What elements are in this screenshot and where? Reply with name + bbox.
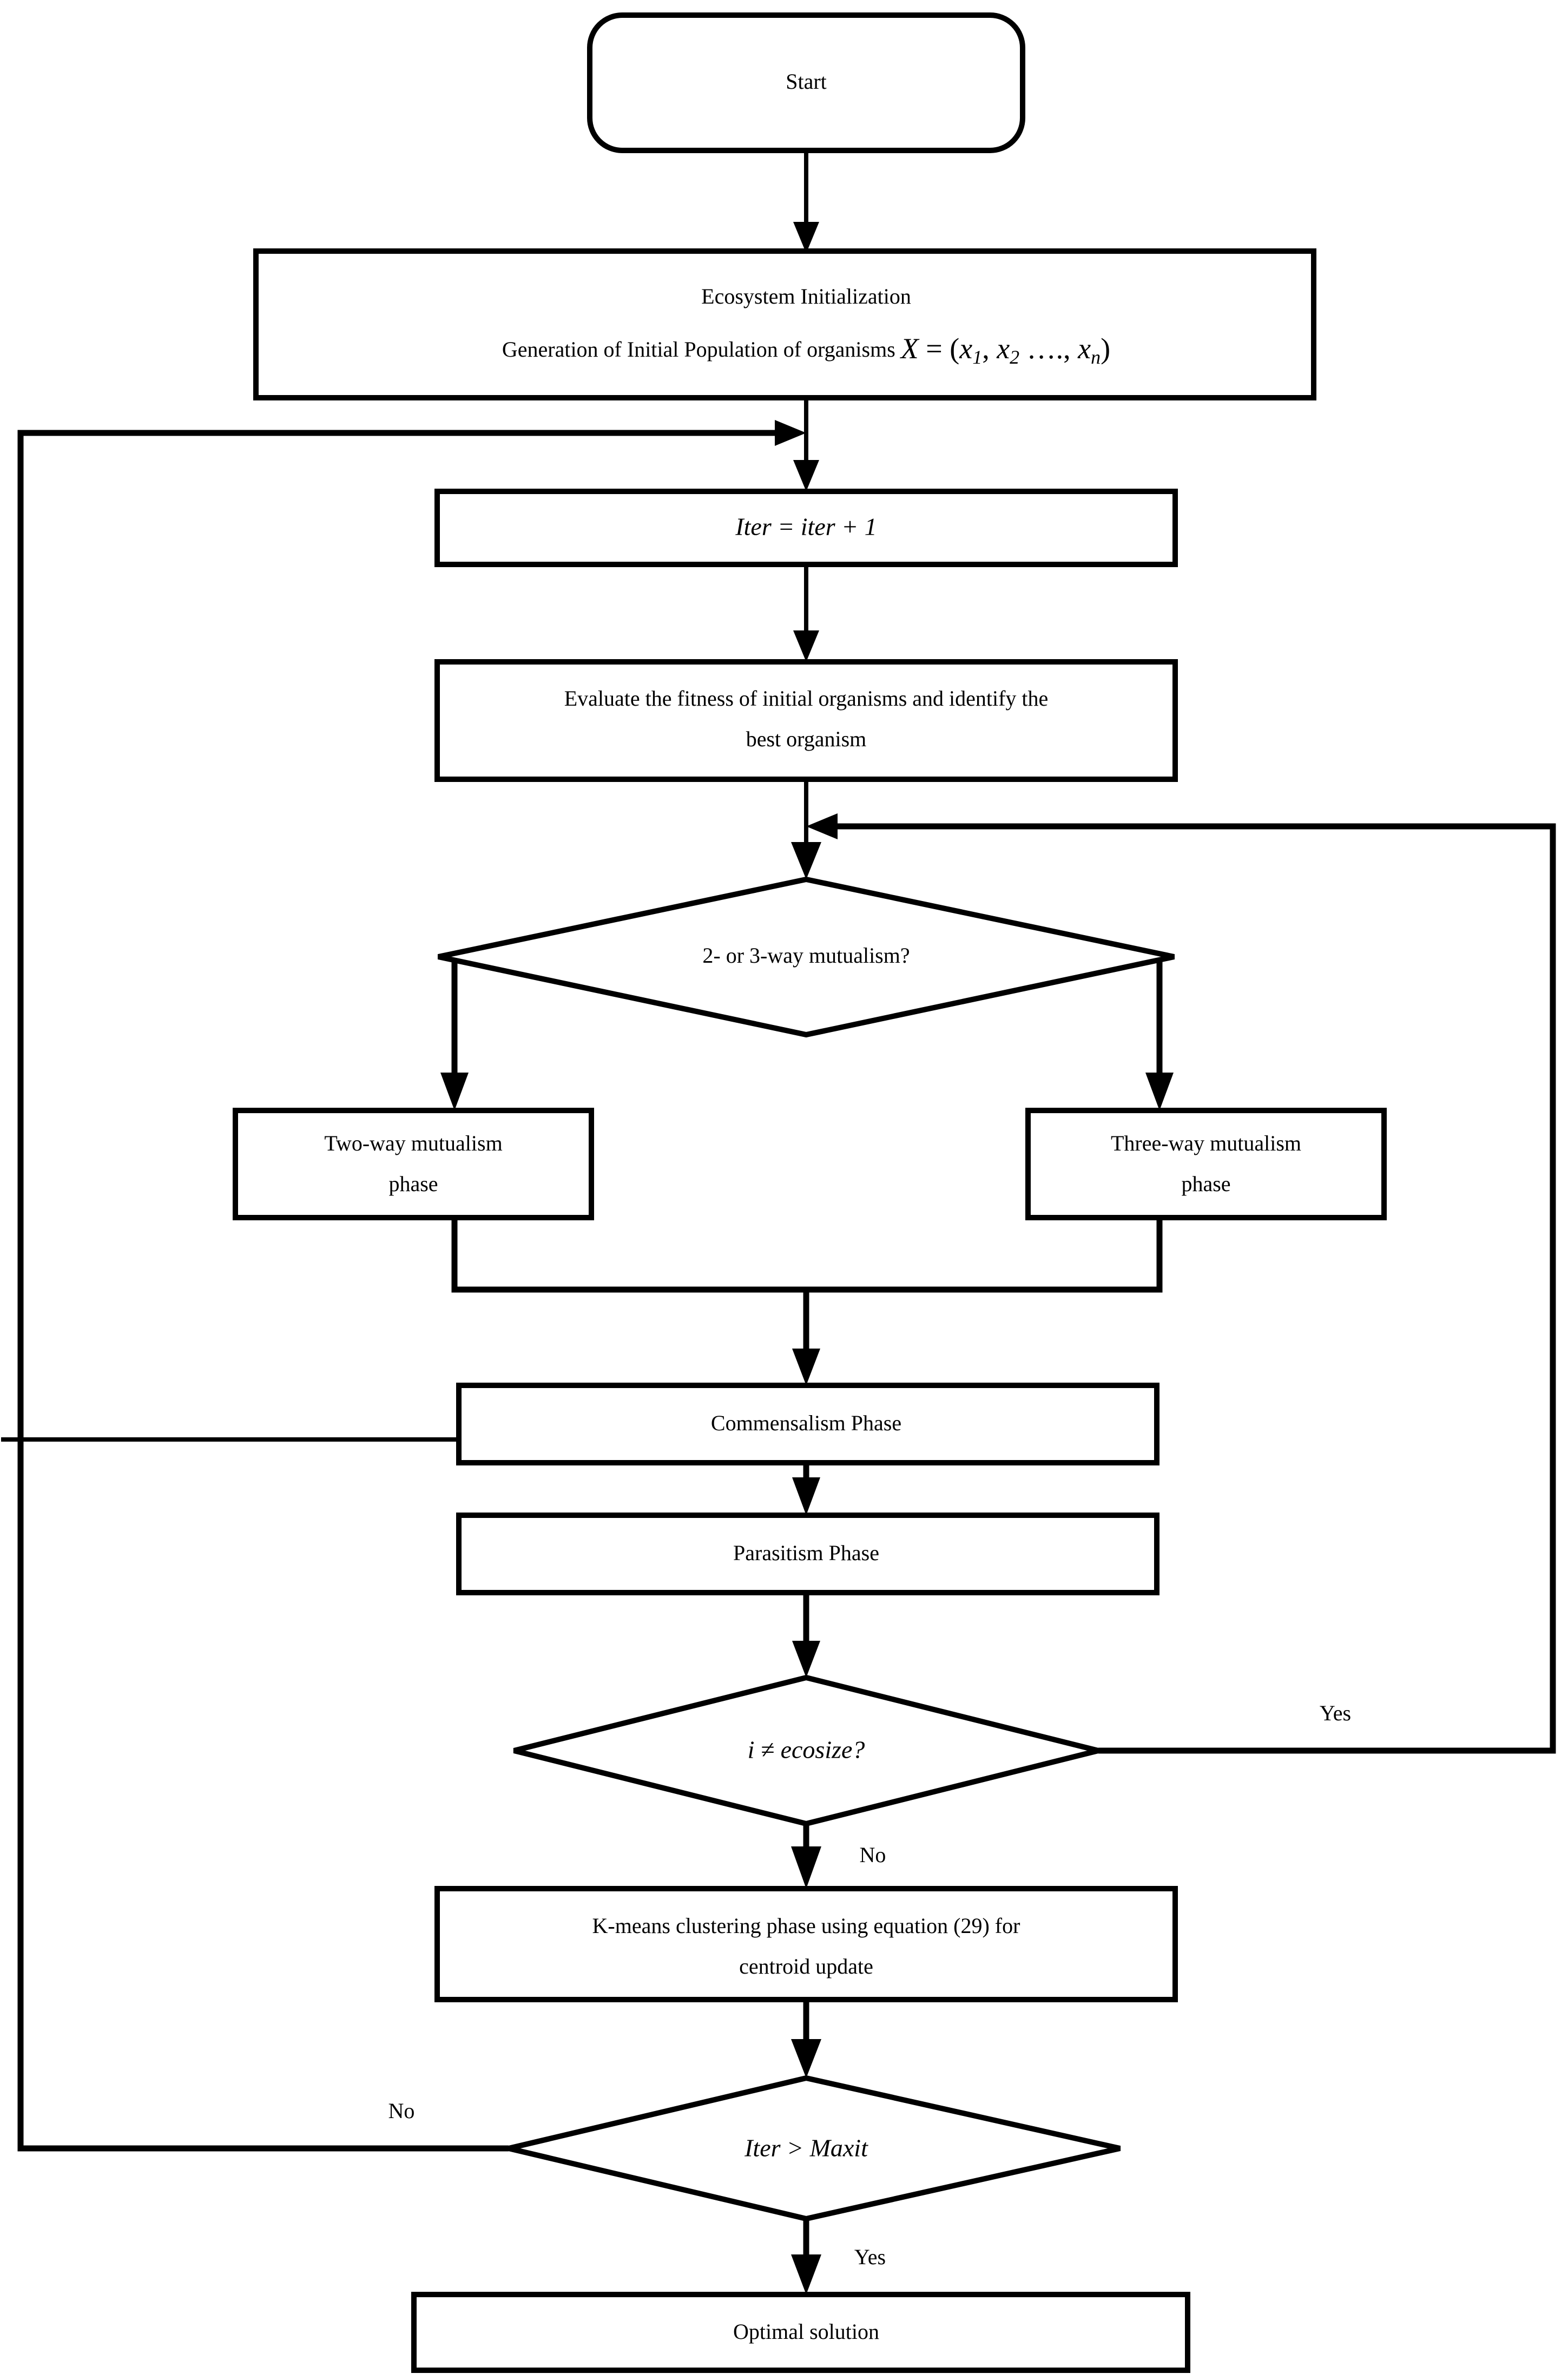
init-line2-math-X: X [900, 332, 920, 365]
node-maxit-decision[interactable] [508, 2075, 1121, 2222]
init-line2-math-close: ) [1101, 332, 1110, 365]
init-line2-math-sep1: , [982, 332, 997, 365]
node-parasitism-phase-label: Parasitism Phase [733, 1541, 879, 1565]
node-two-way-mutualism-line2: phase [388, 1172, 438, 1196]
node-two-way-mutualism-line1: Two-way mutualism [324, 1131, 502, 1155]
node-evaluate-fitness-line1: Evaluate the fitness of initial organism… [564, 686, 1049, 711]
edge-label-ecosize-no: No [860, 1843, 886, 1867]
node-mutualism-decision[interactable] [437, 876, 1175, 1038]
node-two-way-mutualism[interactable] [233, 1108, 594, 1220]
edge-ecosize-no-to-kmeans [791, 1824, 821, 1889]
node-start[interactable] [587, 12, 1025, 153]
node-ecosystem-init[interactable] [253, 248, 1316, 400]
edge-mutualism-to-two-way [440, 957, 469, 1110]
init-line2-math-xn: x [1077, 332, 1091, 365]
edge-label-maxit-yes: Yes [854, 2245, 886, 2269]
init-line2-math-dots: …., [1019, 332, 1078, 365]
node-mutualism-decision-label: 2- or 3-way mutualism? [702, 943, 910, 968]
edge-kmeans-to-maxit [791, 1997, 821, 2078]
node-ecosystem-init-line2: Generation of Initial Population of orga… [502, 332, 1110, 368]
node-ecosystem-init-line1: Ecosystem Initialization [701, 284, 911, 308]
init-line2-math-xn-sub: n [1091, 346, 1101, 368]
node-kmeans-clustering[interactable] [434, 1886, 1178, 2002]
node-three-way-mutualism-line2: phase [1181, 1172, 1230, 1196]
edge-ecosize-yes-feedback-loop [806, 813, 1556, 1754]
node-maxit-decision-label: Iter > Maxit [744, 2134, 868, 2162]
init-line2-math-x1-sub: 1 [972, 346, 982, 368]
edge-init-to-iter [793, 398, 819, 491]
node-three-way-mutualism[interactable] [1025, 1108, 1387, 1220]
edge-label-maxit-no: No [388, 2099, 415, 2123]
node-iter-increment[interactable] [434, 489, 1178, 567]
edge-mutualism-to-three-way [1145, 957, 1174, 1110]
edge-iter-to-evaluate [793, 564, 819, 662]
node-parasitism-phase[interactable] [456, 1513, 1159, 1595]
edge-maxit-no-feedback-loop [17, 420, 806, 2152]
init-line2-math-open: ( [950, 332, 959, 365]
init-line2-math-x2-sub: 2 [1010, 346, 1019, 368]
node-commensalism-phase[interactable] [456, 1383, 1159, 1465]
node-evaluate-fitness[interactable] [434, 659, 1178, 782]
node-iter-increment-label: Iter = iter + 1 [735, 513, 877, 541]
node-evaluate-fitness-line2: best organism [746, 727, 867, 751]
node-optimal-solution-label: Optimal solution [733, 2319, 879, 2344]
edge-mutualism-merge-to-commensalism [451, 1218, 1163, 1385]
init-line2-prefix: Generation of Initial Population of orga… [502, 337, 901, 361]
edge-start-to-init [793, 150, 819, 253]
init-line2-math-eq: = [919, 332, 950, 365]
node-kmeans-clustering-line2: centroid update [739, 1954, 873, 1978]
edge-parasitism-to-ecosize [792, 1591, 820, 1678]
node-ecosize-decision-label: i ≠ ecosize? [748, 1736, 865, 1764]
node-kmeans-clustering-line1: K-means clustering phase using equation … [592, 1914, 1020, 1938]
edge-label-ecosize-yes: Yes [1320, 1701, 1351, 1725]
init-line2-math-x2: x [996, 332, 1010, 365]
edge-maxit-yes-to-optimal [791, 2219, 821, 2294]
node-start-label: Start [786, 69, 827, 94]
edge-evaluate-to-mutualism-decision [791, 779, 821, 879]
node-ecosize-decision[interactable] [513, 1674, 1099, 1827]
init-line2-math-x1: x [959, 332, 972, 365]
node-optimal-solution[interactable] [411, 2292, 1190, 2373]
node-three-way-mutualism-line1: Three-way mutualism [1111, 1131, 1301, 1155]
node-commensalism-phase-label: Commensalism Phase [711, 1411, 901, 1435]
